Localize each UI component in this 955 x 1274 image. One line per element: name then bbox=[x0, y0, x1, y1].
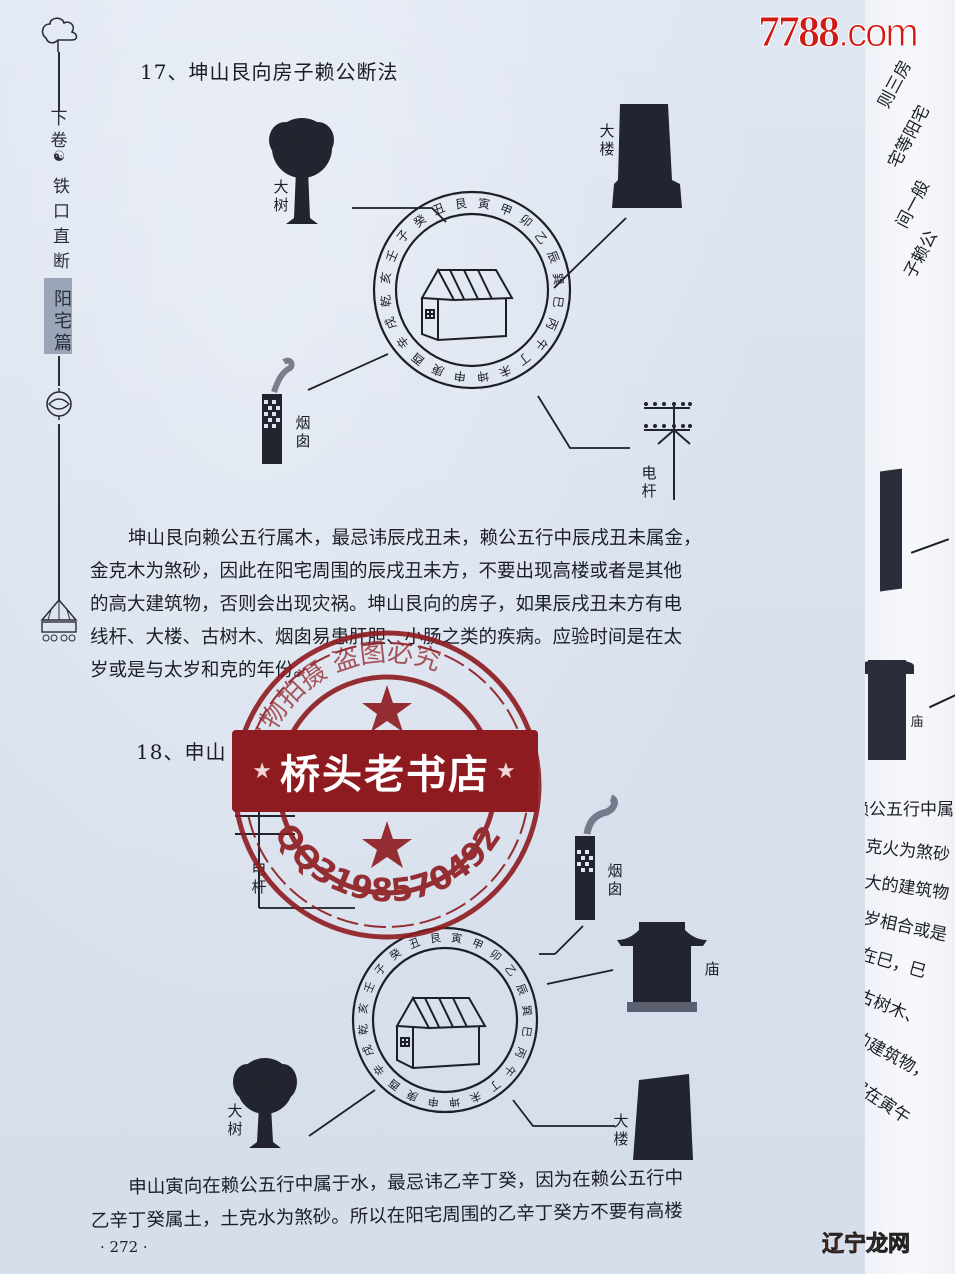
compass-ring bbox=[372, 190, 572, 390]
knot-ornament-icon bbox=[46, 388, 72, 420]
label-chimney: 烟囱 bbox=[295, 414, 311, 450]
utility-pole-icon bbox=[644, 404, 691, 500]
book-page: 下卷 ☯ 铁口直断 阳宅篇 17、坤山艮向房子赖公断法 bbox=[0, 0, 865, 1274]
ring-character: 乾 bbox=[377, 293, 394, 308]
ring-character: 亥 bbox=[356, 1002, 371, 1015]
temple-roof bbox=[860, 660, 914, 674]
label-pole: 电杆 bbox=[641, 464, 657, 500]
tree-icon bbox=[233, 1058, 297, 1148]
label-temple: 庙 bbox=[704, 960, 720, 978]
site-watermark-top: 7788.com bbox=[758, 7, 920, 57]
label-tree: 大树 bbox=[273, 178, 289, 214]
section-18-diagram bbox=[233, 794, 707, 1160]
paragraph-line: 岁或是与太岁和克的年份。 bbox=[90, 660, 313, 681]
section-18-title: 18、申山 bbox=[136, 740, 227, 764]
ring-character: 巳 bbox=[550, 295, 566, 310]
cloud-ornament-icon bbox=[41, 17, 78, 52]
ring-character: 乾 bbox=[356, 1023, 371, 1037]
label-building: 大楼 bbox=[599, 122, 615, 158]
building-icon bbox=[612, 104, 682, 208]
building-icon bbox=[880, 468, 902, 592]
section-18-paragraph: 申山寅向在赖公五行中属于水，最忌讳乙辛丁癸，因为在赖公五行中 乙辛丁癸属土，土克… bbox=[90, 1159, 856, 1238]
ring-character: 寅 bbox=[477, 196, 492, 212]
right-line: 赖公五行中属 bbox=[852, 800, 954, 820]
star-icon: ★ bbox=[252, 758, 274, 784]
paragraph-line: 线杆、大楼、古树木、烟囱易患肝胆、小肠之类的疾病。应验时间是在太 bbox=[90, 627, 683, 648]
ring-character: 坤 bbox=[448, 1094, 462, 1109]
chimney-icon bbox=[262, 357, 295, 464]
paragraph-line: 的高大建筑物，否则会出现灾祸。坤山艮向的房子，如果辰戌丑未方有电 bbox=[90, 594, 683, 615]
ring-character: 坤 bbox=[475, 368, 490, 385]
site-watermark-bottom: 辽宁龙网 bbox=[822, 1232, 911, 1258]
connector-line bbox=[910, 538, 950, 554]
section-17-paragraph: 坤山艮向赖公五行属木，最忌讳辰戌丑未，赖公五行中辰戌丑未属金， 金克木为煞砂，因… bbox=[90, 522, 855, 687]
chimney-icon bbox=[575, 794, 618, 920]
taiji-icon: ☯ bbox=[52, 149, 66, 165]
house-icon bbox=[395, 995, 487, 1070]
label-temple: 庙 bbox=[910, 715, 924, 730]
ring-character: 申 bbox=[427, 1093, 440, 1109]
building-icon bbox=[633, 1074, 693, 1160]
ring-character: 巽 bbox=[519, 1003, 534, 1017]
ring-character: 艮 bbox=[454, 195, 469, 212]
margin-rule bbox=[58, 356, 60, 386]
ring-character: 申 bbox=[452, 368, 467, 384]
page-number: · 272 · bbox=[100, 1238, 148, 1256]
paragraph-line: 坤山艮向赖公五行属木，最忌讳辰戌丑未，赖公五行中辰戌丑未属金， bbox=[128, 528, 702, 549]
right-top-line: 宅等阳宅 bbox=[884, 102, 934, 172]
margin-series: 铁口直断 bbox=[49, 177, 69, 277]
temple-icon bbox=[617, 922, 707, 1012]
star-icon: ★ bbox=[496, 758, 518, 784]
label-chimney: 烟囱 bbox=[607, 862, 623, 898]
right-top-line: 间一般 bbox=[892, 177, 935, 232]
temple-icon bbox=[868, 660, 906, 760]
label-tree: 大树 bbox=[227, 1102, 243, 1138]
margin-volume: 下卷 bbox=[50, 109, 68, 151]
stamp-banner: ★ 桥头老书店 ★ bbox=[232, 730, 538, 812]
stamp-banner-text: 桥头老书店 bbox=[280, 752, 490, 798]
connector-line bbox=[928, 693, 955, 709]
margin-section-highlight bbox=[44, 278, 72, 354]
ring-character: 亥 bbox=[378, 270, 394, 285]
compass-ring bbox=[351, 926, 539, 1114]
house-icon bbox=[420, 267, 514, 342]
connector-lines bbox=[259, 907, 615, 1137]
tassel-ornament-icon bbox=[40, 598, 78, 642]
tree-icon bbox=[269, 118, 334, 224]
margin-rule bbox=[58, 424, 60, 600]
section-17-title: 17、坤山艮向房子赖公断法 bbox=[140, 60, 399, 84]
section-17-diagram bbox=[262, 104, 692, 500]
ring-character: 巳 bbox=[518, 1025, 534, 1038]
label-building: 大楼 bbox=[613, 1112, 629, 1148]
connector-lines bbox=[307, 207, 630, 449]
ring-character: 巽 bbox=[550, 272, 567, 287]
right-top-line: 子赖公 bbox=[900, 227, 943, 282]
paragraph-line: 金克木为煞砂，因此在阳宅周围的辰戌丑未方，不要出现高楼或者是其他 bbox=[90, 561, 683, 582]
margin-section: 阳宅篇 bbox=[51, 289, 72, 355]
margin-rule bbox=[58, 52, 60, 112]
